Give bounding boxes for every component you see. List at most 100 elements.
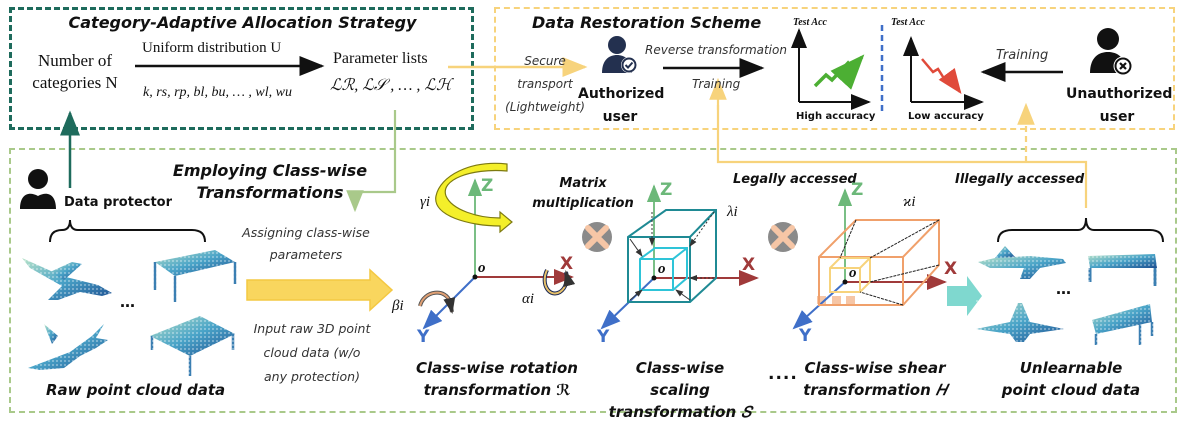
y-axis-label-shear: Y <box>799 326 812 346</box>
scaling-caption: Class-wise scaling transformation 𝑆 <box>605 357 755 423</box>
shear-caption: Class-wise shear transformation 𝐻 <box>800 357 950 401</box>
unlearnable-line2: point cloud data <box>1001 381 1141 399</box>
input-line3: any protection) <box>264 369 360 384</box>
scaling-line1: Class-wise scaling <box>635 359 725 399</box>
data-restoration-box <box>494 7 1175 130</box>
secure-transport-line1: Secure <box>524 54 566 68</box>
airplane-point-cloud-1 <box>20 255 115 300</box>
origin-label-shear: o <box>849 265 857 281</box>
shear-line2: transformation 𝐻 <box>803 381 947 399</box>
data-protector-icon <box>20 169 56 209</box>
unlearnable-point-clouds <box>974 244 1160 346</box>
parameter-symbols: k, rs, rp, bl, bu, … , wl, wu <box>143 85 292 100</box>
class-wise-transformations-box <box>9 148 1177 413</box>
secure-transport-line2: transport <box>517 77 573 91</box>
multiply-symbol-1 <box>582 222 612 252</box>
shear-line1: Class-wise shear <box>804 359 946 377</box>
unauthorized-user-icon <box>1090 28 1133 76</box>
data-protector-label: Data protector <box>64 195 173 210</box>
table-point-cloud-3 <box>1086 252 1160 288</box>
transform-box-title: Employing Class-wise Transformations <box>170 160 370 204</box>
reverse-transformation-label: Reverse transformation <box>645 43 787 57</box>
airplane-point-cloud-4 <box>974 300 1066 345</box>
raw-point-cloud-caption: Raw point cloud data <box>46 381 226 399</box>
scaling-line2: transformation 𝑆 <box>608 403 752 421</box>
alpha-rotation-arrow <box>543 269 576 295</box>
authorized-user-line2: user <box>602 109 638 125</box>
airplane-point-cloud-2 <box>25 320 110 372</box>
shear-box <box>792 188 947 330</box>
restoration-box-title: Data Restoration Scheme <box>532 13 762 32</box>
authorized-training-label: Training <box>692 77 741 91</box>
z-axis-label-scaling: Z <box>660 180 673 200</box>
y-axis-label-rotation: Y <box>417 327 430 347</box>
y-axis-label-scaling: Y <box>597 327 610 347</box>
decreasing-trend-line <box>921 58 962 95</box>
parameters-to-assign-arrow <box>346 110 397 213</box>
authorized-user-label: Authorized user <box>578 83 665 129</box>
input-data-arrow <box>246 268 394 312</box>
gamma-rotation-arrow <box>435 162 513 234</box>
authorized-user-line1: Authorized <box>578 86 665 102</box>
z-axis-label-shear: Z <box>851 180 864 200</box>
legally-accessed-label: Legally accessed <box>733 172 857 187</box>
table-point-cloud-2 <box>148 314 238 376</box>
unauthorized-training-label: Training <box>996 48 1049 63</box>
raw-data-ellipsis: … <box>120 293 135 311</box>
beta-label: βi <box>392 298 404 314</box>
raw-data-brace <box>49 219 206 243</box>
unauthorized-user-label: Unauthorized user <box>1066 83 1173 129</box>
matrix-multiplication-label: Matrix multiplication <box>528 174 638 214</box>
unauthorized-user-line2: user <box>1099 109 1135 125</box>
unauthorized-user-line1: Unauthorized <box>1066 86 1173 102</box>
low-accuracy-chart <box>903 36 984 110</box>
transform-title-line2: Transformations <box>196 183 344 202</box>
parameter-lists-label: Parameter lists <box>333 50 428 67</box>
input-line2: cloud data (w/o <box>263 345 361 360</box>
unlearnable-caption: Unlearnable point cloud data <box>990 357 1152 401</box>
scaling-cube <box>600 184 759 330</box>
output-data-arrow <box>947 276 982 316</box>
input-raw-data-label: Input raw 3D point cloud data (w/o any p… <box>242 317 382 389</box>
airplane-point-cloud-3 <box>976 244 1068 282</box>
secure-transport-line3: (Lightweight) <box>505 100 585 114</box>
category-box-title: Category-Adaptive Allocation Strategy <box>68 13 417 32</box>
input-line1: Input raw 3D point <box>253 321 371 336</box>
parameter-lists-symbols: ℒℛ, ℒ𝒮 , … , ℒℋ <box>330 77 452 94</box>
assign-line2: parameters <box>269 247 343 262</box>
number-of-categories: Number of categories N <box>16 50 134 94</box>
high-accuracy-caption: High accuracy <box>796 111 876 122</box>
number-of-categories-line1: Number of <box>37 51 113 70</box>
x-axis-label-scaling: X <box>742 255 756 275</box>
unlearnable-ellipsis: … <box>1056 280 1071 298</box>
matrix-line2: multiplication <box>532 196 634 211</box>
increasing-trend-line <box>813 54 865 90</box>
rotation-line1: Class-wise rotation <box>416 359 578 377</box>
access-route-line <box>716 105 1088 208</box>
matrix-line1: Matrix <box>559 176 607 191</box>
assigning-parameters-label: Assigning class-wise parameters <box>232 222 380 266</box>
secure-transport-label: Secure transport (Lightweight) <box>500 50 590 119</box>
origin-label-rotation: o <box>478 260 486 276</box>
transform-title-line1: Employing Class-wise <box>172 161 368 180</box>
table-point-cloud-4 <box>1088 302 1156 346</box>
origin-label-scaling: o <box>658 261 666 277</box>
beta-rotation-arrow <box>419 291 456 314</box>
ellipsis-squares <box>817 296 855 304</box>
x-axis-label-rotation: X <box>560 254 574 274</box>
number-of-categories-line2: categories N <box>32 73 118 92</box>
high-accuracy-chart <box>791 28 871 110</box>
table-point-cloud-1 <box>152 250 237 302</box>
rotation-axes <box>418 162 576 330</box>
rotation-caption: Class-wise rotation transformation ℛ <box>412 357 582 401</box>
x-axis-label-shear: X <box>944 259 958 279</box>
illegally-accessed-label: Illegally accessed <box>955 172 1085 187</box>
uniform-distribution-label: Uniform distribution U <box>142 40 282 56</box>
unlearnable-data-brace <box>997 217 1164 243</box>
unlearnable-line1: Unlearnable <box>1019 359 1123 377</box>
z-axis-label-rotation: Z <box>481 176 494 196</box>
category-adaptive-allocation-box <box>9 7 474 130</box>
transform-ellipsis: .... <box>768 364 798 384</box>
rotation-line2: transformation ℛ <box>423 381 571 399</box>
